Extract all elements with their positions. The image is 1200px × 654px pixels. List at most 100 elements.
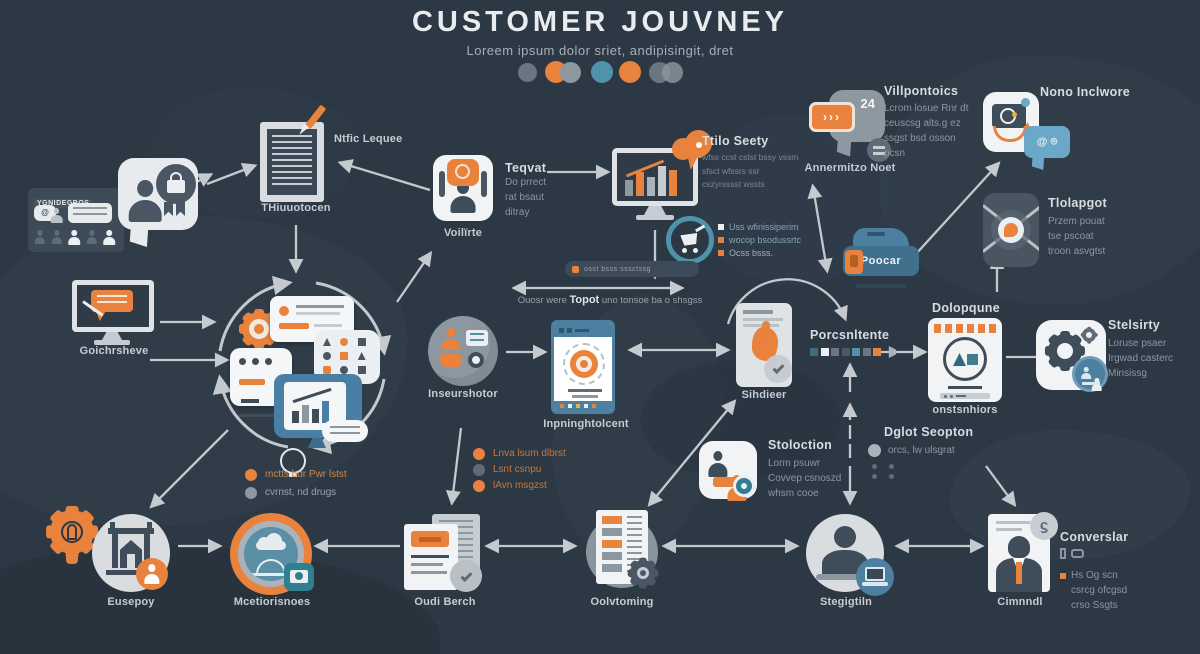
idea-bulb-icon: [46, 506, 98, 570]
chart-tablet-icon: [274, 374, 368, 456]
villpontoics-heading: Villpontoics: [884, 84, 959, 98]
mention-bubble-icon: @ ⌾: [1024, 126, 1070, 171]
legend-text: Lnva lsum dlbrst: [493, 448, 566, 459]
eusepoy-label: Eusepoy: [107, 596, 155, 608]
stoloction-block: Stoloction Lorm psuwr Covvep csnoszd whs…: [768, 438, 868, 501]
dglot-heading: Dglot Seopton: [884, 425, 974, 439]
analytics-monitor-icon: [612, 130, 712, 228]
ledger-icon: [584, 510, 660, 592]
hub-caption: Ouosr were Topot uno tonsoe ba o shsgss: [505, 294, 715, 306]
target-app-icon: [551, 320, 615, 414]
converslar-line: csrcg ofcgsd: [1071, 585, 1128, 596]
ttilo-heading: Ttilo Seety: [702, 134, 769, 148]
tlolapgot-heading: Tlolapgot: [1048, 196, 1107, 210]
oolvtoming-label: Oolvtoming: [590, 596, 654, 608]
legend-dot: [245, 469, 257, 481]
nono-heading: Nono Inclwore: [1040, 85, 1131, 99]
oudiberch-label: Oudi Berch: [414, 596, 476, 608]
equals-badge-icon: [867, 138, 891, 162]
annermitzo-label: Annermitzo Noet: [804, 162, 896, 174]
document-side-label: Ntfic Lequee: [334, 133, 403, 145]
approved-doc-icon: [404, 514, 486, 594]
megaphone-icon: [884, 346, 896, 358]
stelsirty-line: Loruse psaer: [1108, 338, 1167, 349]
ttilo-line: sfsct wfssrs ssr: [702, 165, 760, 176]
dashboard-header: YGNIDEGBOS: [34, 199, 93, 208]
team-badge-icon: [1072, 356, 1108, 392]
converslar-icons: [1060, 548, 1180, 559]
legend-dot: [868, 444, 881, 457]
caption-post: uno tonsoe ba o shsgss: [599, 295, 703, 306]
dolopqune-label: onstsnhiors: [932, 404, 998, 416]
document-label: THiuuotocen: [261, 202, 331, 214]
legend-center: Lnva lsum dlbrst Lsnt csnpu lAvn msgzst: [473, 448, 603, 498]
tlolapgot-block: Tlolapgot Przem pouat tse pscoat troon a…: [1048, 196, 1143, 259]
search-pill: osst bsss sssctssg: [565, 261, 699, 277]
cart-line: Ocss bsss.: [729, 248, 774, 258]
poocar-text: Poocar: [860, 255, 902, 267]
inpninghtolcent-label: Inpninghtolcent: [543, 418, 629, 430]
chat-chevrons: ›››: [823, 110, 841, 124]
cart-line: wocop bsodussrtc: [729, 235, 802, 245]
map-shape: [880, 55, 1200, 305]
settings-gear-icon: [1036, 320, 1108, 392]
caption-pre: Ouosr were: [517, 295, 570, 306]
people-row-icon: [34, 230, 120, 246]
teqvat-line: Do prrect: [505, 177, 547, 188]
ttilo-line: wfss ccst cstst bssy vssm: [702, 152, 799, 162]
speech-bubble-icon: [1071, 549, 1084, 558]
audience-dashboard-icon: YGNIDEGBOS @: [28, 188, 124, 252]
converslar-line: crso Ssgts: [1071, 600, 1118, 611]
converslar-heading: Converslar: [1060, 530, 1129, 544]
legend-dot: [473, 464, 485, 476]
id-card-icon: ϛ: [988, 512, 1058, 594]
lightbulb-outline-icon: [280, 448, 310, 477]
feedback-monitor-icon: [72, 280, 156, 350]
dglot-line: orcs, lw ulsgrat: [888, 445, 955, 456]
cloud-dome-circle-icon: [230, 513, 314, 597]
cloud-bubble-icon: [672, 130, 712, 170]
teqvat-block: Teqvat Do prrect rat bsaut ditray: [505, 161, 575, 220]
cart-bullets: Uss wfinissiperim wocop bsodussrtc Ocss …: [718, 222, 828, 258]
legend-text: cvrnst, nd drugs: [265, 487, 337, 498]
mcetiorisnoes-label: Mcetiorisnoes: [233, 596, 311, 608]
villpontoics-line: pcsn: [884, 148, 906, 159]
tlolapgot-line: troon asvgtst: [1048, 246, 1106, 257]
cart-circle-icon: [666, 216, 714, 264]
lock-badge-icon: [156, 164, 196, 204]
voice-chat-icon: [433, 155, 493, 221]
stoloction-heading: Stoloction: [768, 438, 833, 452]
dglot-block: Dglot Seopton orcs, lw ulsgrat: [868, 425, 998, 479]
stegigtiln-label: Stegigtiln: [819, 596, 873, 608]
title-dots: [518, 61, 688, 85]
mobile-hand-icon: [736, 303, 796, 389]
caption-bold: Topot: [569, 294, 600, 306]
poocar-vehicle-icon: Poocar: [843, 220, 919, 288]
legend-text: mctts bdr Pwr lstst: [265, 469, 347, 480]
teqvat-heading: Teqvat: [505, 161, 547, 175]
orange-chat-icon: ›››: [809, 102, 855, 132]
bubble-24-text: 24: [860, 96, 875, 111]
cimnndl-label: Cimnndl: [997, 596, 1043, 608]
dolopqune-heading: Dolopqune: [932, 301, 1000, 315]
cart-line: Uss wfinissiperim: [729, 222, 799, 232]
teqvat-line: rat bsaut: [505, 192, 544, 203]
villpontoics-block: Villpontoics Lcrom losue Rnr dt ceuscsg …: [884, 84, 979, 161]
pen-icon: [294, 102, 334, 146]
legend-dot: [473, 480, 485, 492]
voilirte-label: Voilïrte: [443, 227, 483, 239]
message-list-icon: [68, 203, 112, 223]
inseurshotor-label: Inseurshotor: [428, 388, 498, 400]
notes-pill-icon: [322, 420, 368, 442]
badge-icon: ϛ: [1030, 512, 1058, 540]
crossroads-icon: [983, 193, 1039, 267]
profile-list-circle-icon: [428, 316, 498, 386]
villpontoics-line: ssgst bsd osson: [884, 133, 956, 144]
progress-strip: [810, 346, 920, 358]
stelsirty-heading: Stelsirty: [1108, 318, 1161, 332]
target-badge-icon: [733, 475, 755, 497]
legend-dot: [245, 487, 257, 499]
converslar-block: Converslar Hs Og scn csrcg ofcgsd crso S…: [1060, 530, 1180, 613]
